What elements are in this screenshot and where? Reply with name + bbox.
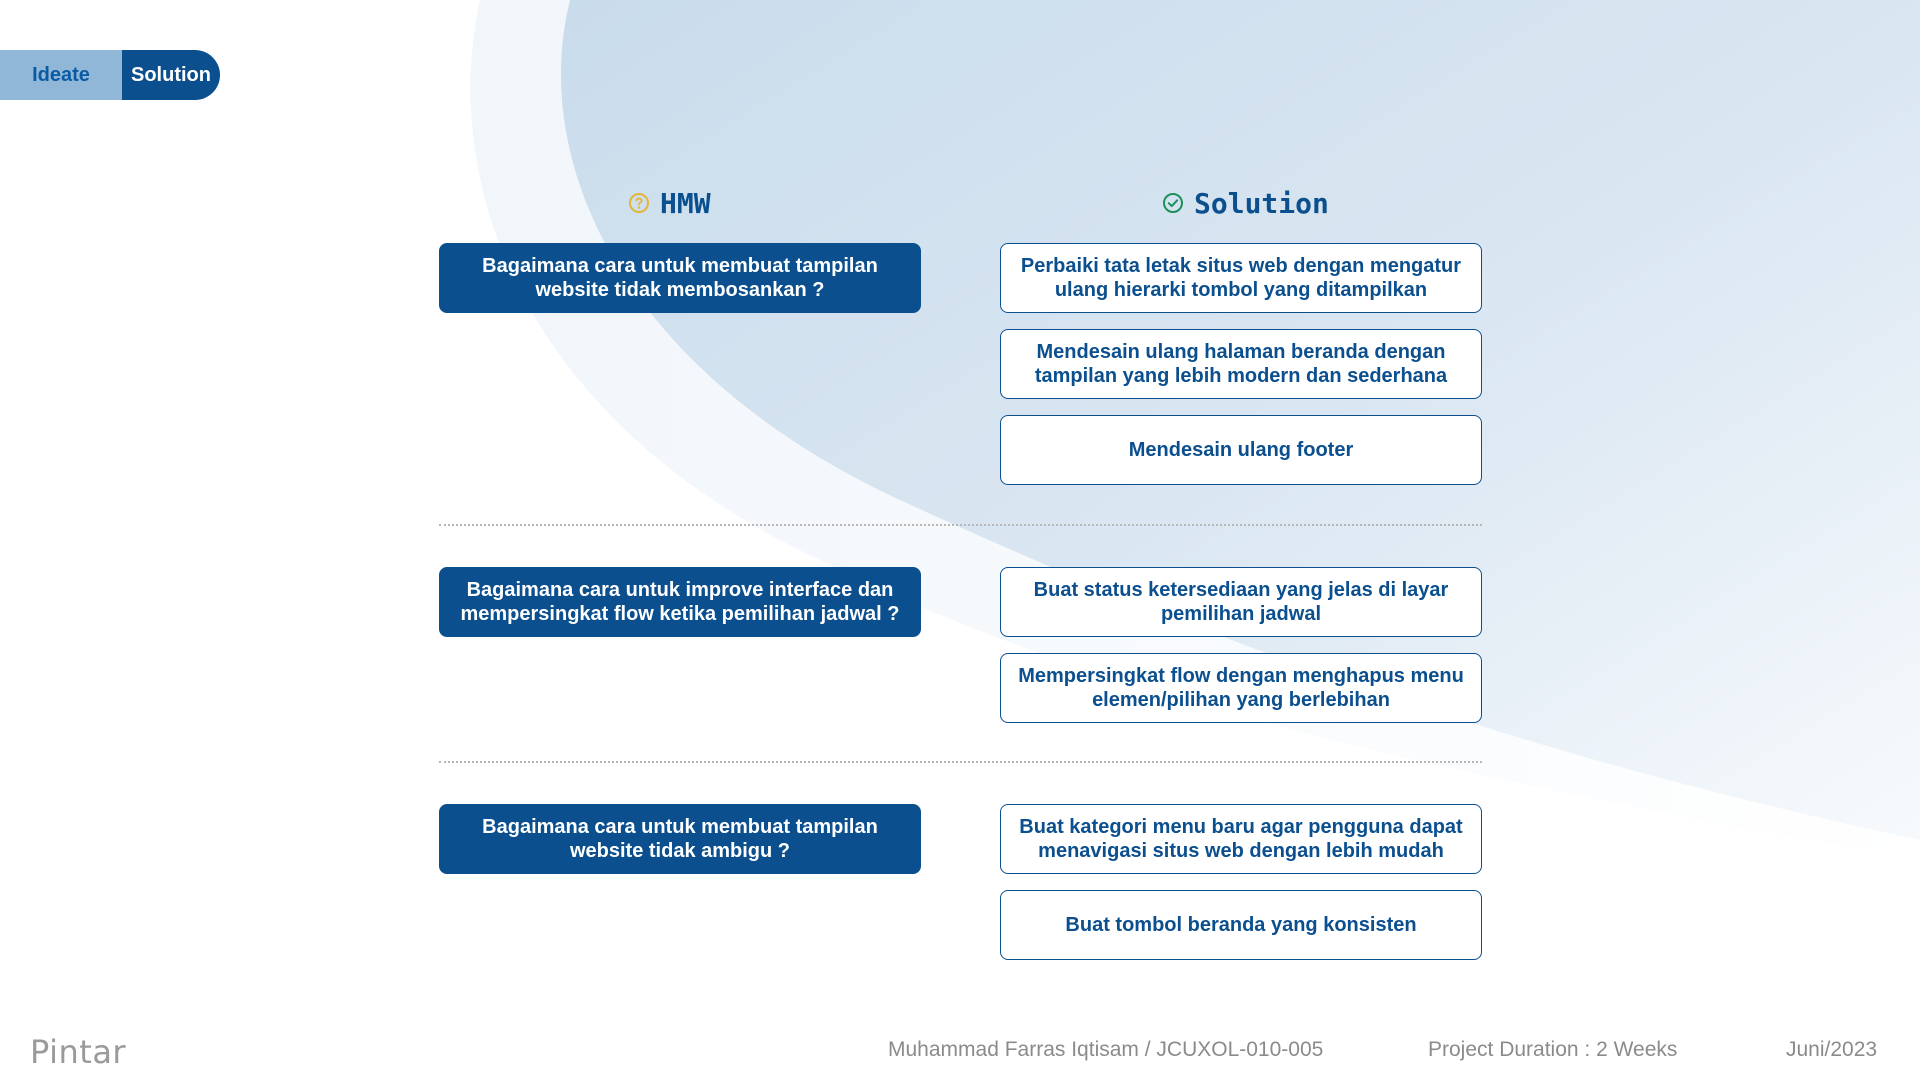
author-info: Muhammad Farras Iqtisam / JCUXOL-010-005 bbox=[888, 1038, 1324, 1061]
project-duration: Project Duration : 2 Weeks bbox=[1428, 1038, 1678, 1061]
solution-card: Buat tombol beranda yang konsisten bbox=[1000, 890, 1482, 960]
check-circle-icon bbox=[1163, 193, 1183, 213]
solution-title-text: Solution bbox=[1194, 186, 1329, 220]
hmw-title-text: HMW bbox=[660, 186, 711, 220]
question-circle-icon bbox=[629, 193, 649, 213]
hmw-card: Bagaimana cara untuk improve interface d… bbox=[439, 567, 921, 637]
row-divider bbox=[439, 761, 1482, 763]
phase-tabs: Ideate Solution bbox=[0, 50, 220, 100]
row-divider bbox=[439, 524, 1482, 526]
tab-ideate[interactable]: Ideate bbox=[0, 50, 122, 100]
solution-card: Buat kategori menu baru agar pengguna da… bbox=[1000, 804, 1482, 874]
solution-card: Buat status ketersediaan yang jelas di l… bbox=[1000, 567, 1482, 637]
tab-solution[interactable]: Solution bbox=[122, 50, 220, 100]
solution-card: Perbaiki tata letak situs web dengan men… bbox=[1000, 243, 1482, 313]
solution-column-title: Solution bbox=[1162, 185, 1329, 221]
hmw-card: Bagaimana cara untuk membuat tampilan we… bbox=[439, 243, 921, 313]
solution-card: Mempersingkat flow dengan menghapus menu… bbox=[1000, 653, 1482, 723]
solution-card: Mendesain ulang halaman beranda dengan t… bbox=[1000, 329, 1482, 399]
pintar-logo: Pintar bbox=[30, 1033, 127, 1071]
project-date: Juni/2023 bbox=[1786, 1038, 1878, 1061]
hmw-column-title: HMW bbox=[628, 185, 711, 221]
hmw-card: Bagaimana cara untuk membuat tampilan we… bbox=[439, 804, 921, 874]
solution-card: Mendesain ulang footer bbox=[1000, 415, 1482, 485]
